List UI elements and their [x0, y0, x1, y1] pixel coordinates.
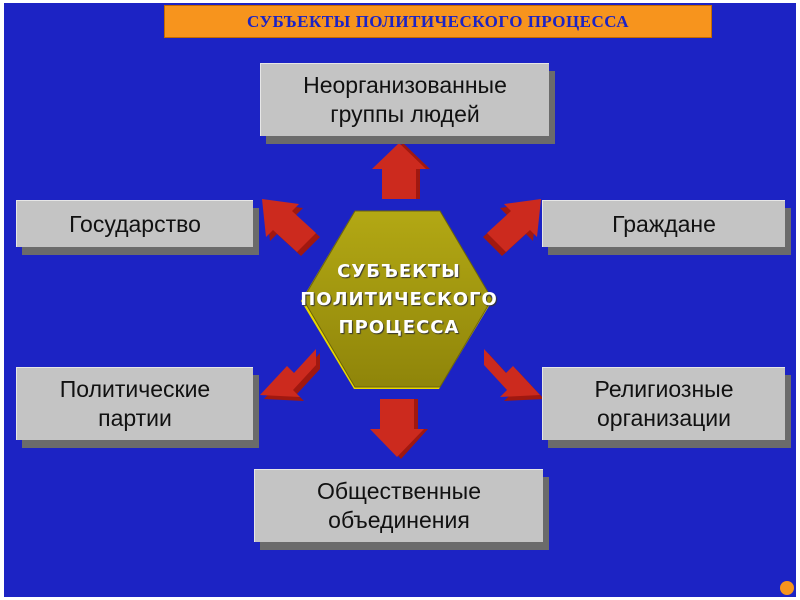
- arrow-lower-right-icon: [484, 349, 544, 401]
- corner-dot-icon: [780, 581, 794, 595]
- arrow-upper-left-icon: [262, 199, 320, 256]
- arrow-up-icon: [372, 143, 430, 199]
- node-left-lower: Политические партии: [16, 367, 253, 440]
- node-right-lower: Религиозные организации: [542, 367, 785, 440]
- arrow-lower-left-icon: [260, 349, 320, 401]
- node-right-upper: Граждане: [542, 200, 785, 247]
- node-left-lower-label: Политические партии: [59, 376, 211, 431]
- node-left-upper: Государство: [16, 200, 253, 247]
- node-top: Неорганизованные группы людей: [260, 63, 549, 136]
- slide: СУБЪЕКТЫ ПОЛИТИЧЕСКОГО ПРОЦЕССА: [4, 3, 796, 597]
- node-right-lower-label: Религиозные организации: [594, 376, 734, 431]
- arrow-down-icon: [370, 399, 428, 459]
- node-top-label: Неорганизованные группы людей: [303, 72, 507, 127]
- center-hexagon: [302, 210, 493, 388]
- page-title: СУБЪЕКТЫ ПОЛИТИЧЕСКОГО ПРОЦЕССА: [247, 11, 629, 31]
- diagram-graphics: [260, 143, 544, 459]
- node-bottom-label: Общественные объединения: [316, 478, 482, 533]
- node-right-upper-label: Граждане: [612, 210, 716, 237]
- node-left-upper-label: Государство: [69, 210, 201, 237]
- node-bottom: Общественные объединения: [254, 469, 543, 542]
- title-bar: СУБЪЕКТЫ ПОЛИТИЧЕСКОГО ПРОЦЕССА: [164, 5, 712, 38]
- arrow-upper-right-icon: [483, 199, 541, 256]
- center-label: СУБЪЕКТЫ ПОЛИТИЧЕСКОГО ПРОЦЕССА: [300, 261, 498, 338]
